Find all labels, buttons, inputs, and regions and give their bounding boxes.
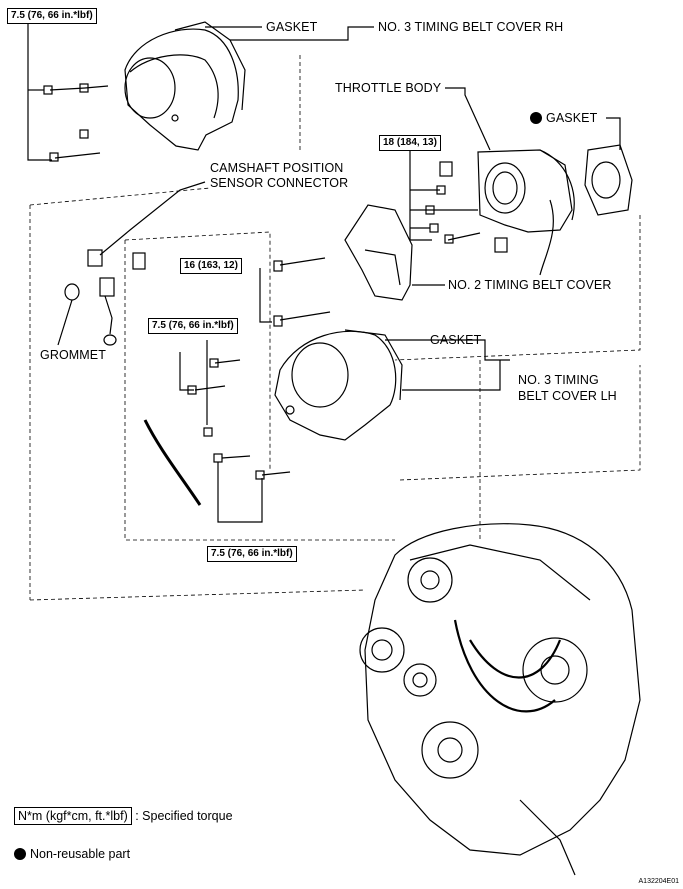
label-timing-cover-lh-1: NO. 3 TIMING <box>518 373 599 387</box>
timing-belt-cover-no2 <box>344 204 413 301</box>
label-gasket-top: GASKET <box>266 20 318 34</box>
label-camshaft-sensor-1: CAMSHAFT POSITION <box>210 161 344 175</box>
torque-top-left: 7.5 (76, 66 in.*lbf) <box>7 8 97 24</box>
timing-belt-cover-lh <box>274 329 403 441</box>
figure-code: A132204E01 <box>638 878 679 885</box>
label-gasket-right: GASKET <box>530 111 597 125</box>
bolts-no2-cover <box>259 257 331 327</box>
bolts-mid-left <box>179 340 241 437</box>
bolts-top-left <box>43 83 109 162</box>
label-timing-cover-no2: NO. 2 TIMING BELT COVER <box>448 278 612 292</box>
assembly-guide-lines <box>29 55 641 601</box>
torque-no2-cover: 16 (163, 12) <box>180 258 242 274</box>
label-gasket-mid: GASKET <box>430 333 482 347</box>
camshaft-sensor-connector <box>87 181 206 346</box>
legend-nonreusable-text: Non-reusable part <box>30 847 131 861</box>
legend-torque-unit: N*m (kgf*cm, ft.*lbf) <box>14 807 132 825</box>
torque-mid-left: 7.5 (76, 66 in.*lbf) <box>148 318 238 334</box>
torque-throttle: 18 (184, 13) <box>379 135 441 151</box>
nonreusable-dot-icon <box>530 112 542 124</box>
grommet <box>64 283 80 301</box>
label-throttle-body: THROTTLE BODY <box>335 81 442 95</box>
timing-belt-cover-rh <box>124 21 246 151</box>
legend-nonreusable: Non-reusable part <box>14 846 130 862</box>
gasket-right <box>584 144 633 216</box>
label-timing-cover-lh-2: BELT COVER LH <box>518 389 617 403</box>
bolts-bottom <box>213 453 291 523</box>
label-grommet: GROMMET <box>40 348 106 362</box>
throttle-body <box>439 149 575 276</box>
label-timing-cover-rh: NO. 3 TIMING BELT COVER RH <box>378 20 564 34</box>
torque-bottom: 7.5 (76, 66 in.*lbf) <box>207 546 297 562</box>
nonreusable-legend-dot-icon <box>14 848 26 860</box>
engine-assembly <box>359 523 641 876</box>
label-camshaft-sensor-2: SENSOR CONNECTOR <box>210 176 349 190</box>
label-gasket-right-text: GASKET <box>546 111 598 125</box>
legend-torque: N*m (kgf*cm, ft.*lbf) : Specified torque <box>14 807 233 825</box>
legend-torque-desc: : Specified torque <box>135 809 233 823</box>
